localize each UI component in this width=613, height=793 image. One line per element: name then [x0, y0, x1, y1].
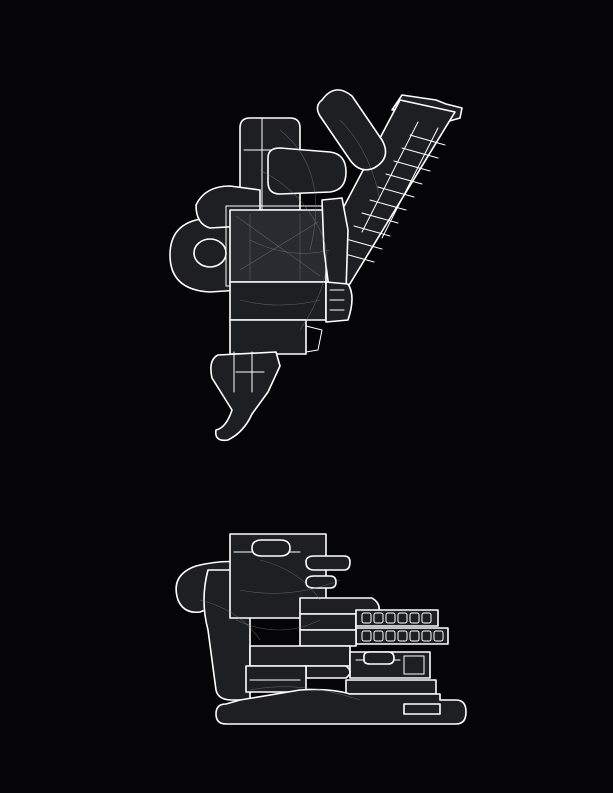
middle-capsule — [267, 147, 347, 195]
mid-band — [229, 281, 353, 323]
central-square — [225, 197, 349, 297]
base-capsule — [215, 688, 467, 725]
middle-band — [249, 645, 431, 679]
top-plan-drawing — [169, 89, 463, 442]
bottom-sketch-overlay — [199, 559, 361, 701]
right-stack — [299, 597, 449, 647]
top-sketch-overlay — [239, 119, 381, 331]
bottom-elevation-drawing — [175, 533, 467, 725]
upper-capsule — [316, 89, 387, 171]
slot-row-upper — [361, 612, 432, 624]
lower-band — [245, 665, 437, 695]
slot-row-lower — [361, 630, 444, 642]
lower-block — [229, 319, 323, 355]
bottom-foot — [210, 351, 281, 442]
